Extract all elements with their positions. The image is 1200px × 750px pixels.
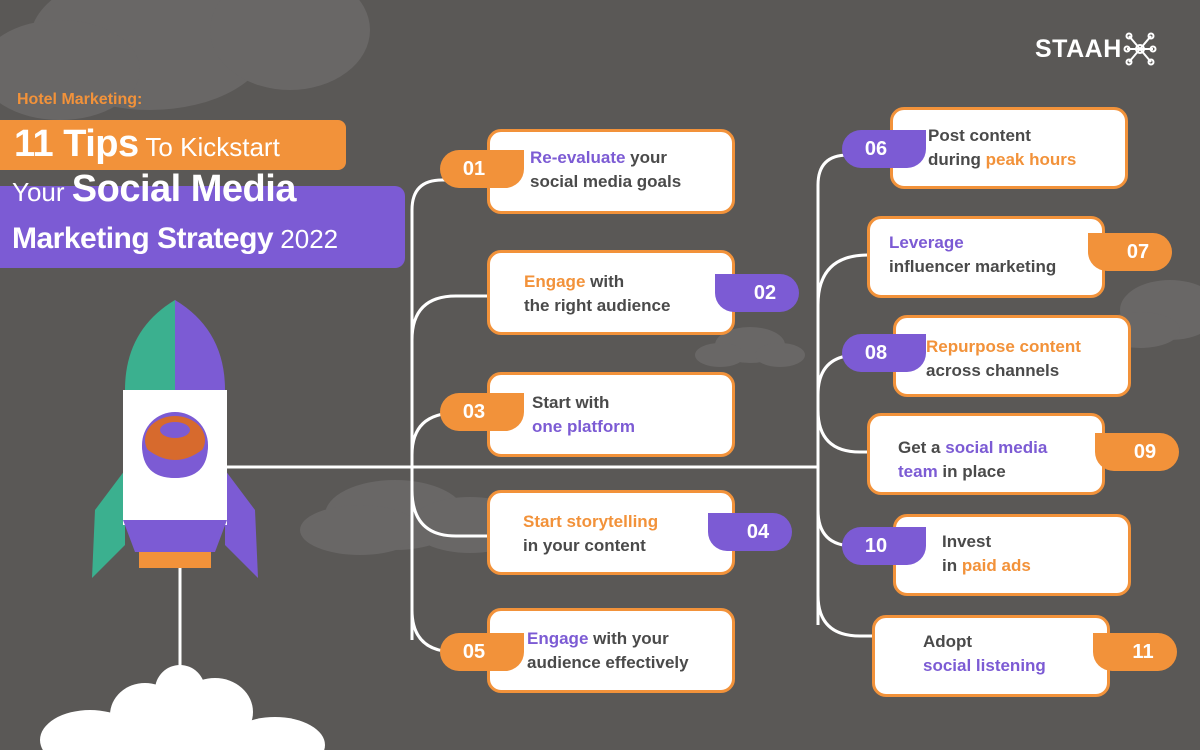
- connector-lines: [178, 153, 875, 690]
- tip-card-07: [867, 216, 1105, 298]
- title-band-orange: [0, 120, 346, 170]
- network-nodes-icon: [1123, 32, 1157, 66]
- tip-badge-09: 09: [1095, 433, 1179, 471]
- tip-badge-01: 01: [440, 150, 524, 188]
- title-band-purple: [0, 186, 405, 268]
- tip-card-04: [487, 490, 735, 575]
- tip-card-11: [872, 615, 1110, 697]
- tip-badge-04: 04: [708, 513, 792, 551]
- tip-card-02: [487, 250, 735, 335]
- title-line-1: 11 Tips To Kickstart: [14, 123, 280, 165]
- tip-card-05: [487, 608, 735, 693]
- background-clouds: [0, 0, 1200, 555]
- rocket-icon: [92, 300, 258, 578]
- subtitle: Hotel Marketing:: [17, 91, 143, 108]
- tip-badge-10: 10: [842, 527, 926, 565]
- tip-badge-03: 03: [440, 393, 524, 431]
- tip-badge-08: 08: [842, 334, 926, 372]
- title-line-2: Your Social Media: [12, 168, 296, 210]
- tip-card-06: [890, 107, 1128, 189]
- tip-badge-05: 05: [440, 633, 524, 671]
- tip-badge-02: 02: [715, 274, 799, 312]
- tip-card-08: [893, 315, 1131, 397]
- tip-badge-07: 07: [1088, 233, 1172, 271]
- brand-name: STAAH: [1035, 35, 1122, 63]
- title-line-3: Marketing Strategy 2022: [12, 222, 339, 255]
- rocket-smoke: [40, 665, 325, 750]
- tip-card-03: [487, 372, 735, 457]
- tip-badge-11: 11: [1093, 633, 1177, 671]
- tip-badge-06: 06: [842, 130, 926, 168]
- tip-card-09: [867, 413, 1105, 495]
- tip-card-01: [487, 129, 735, 214]
- tip-card-10: [893, 514, 1131, 596]
